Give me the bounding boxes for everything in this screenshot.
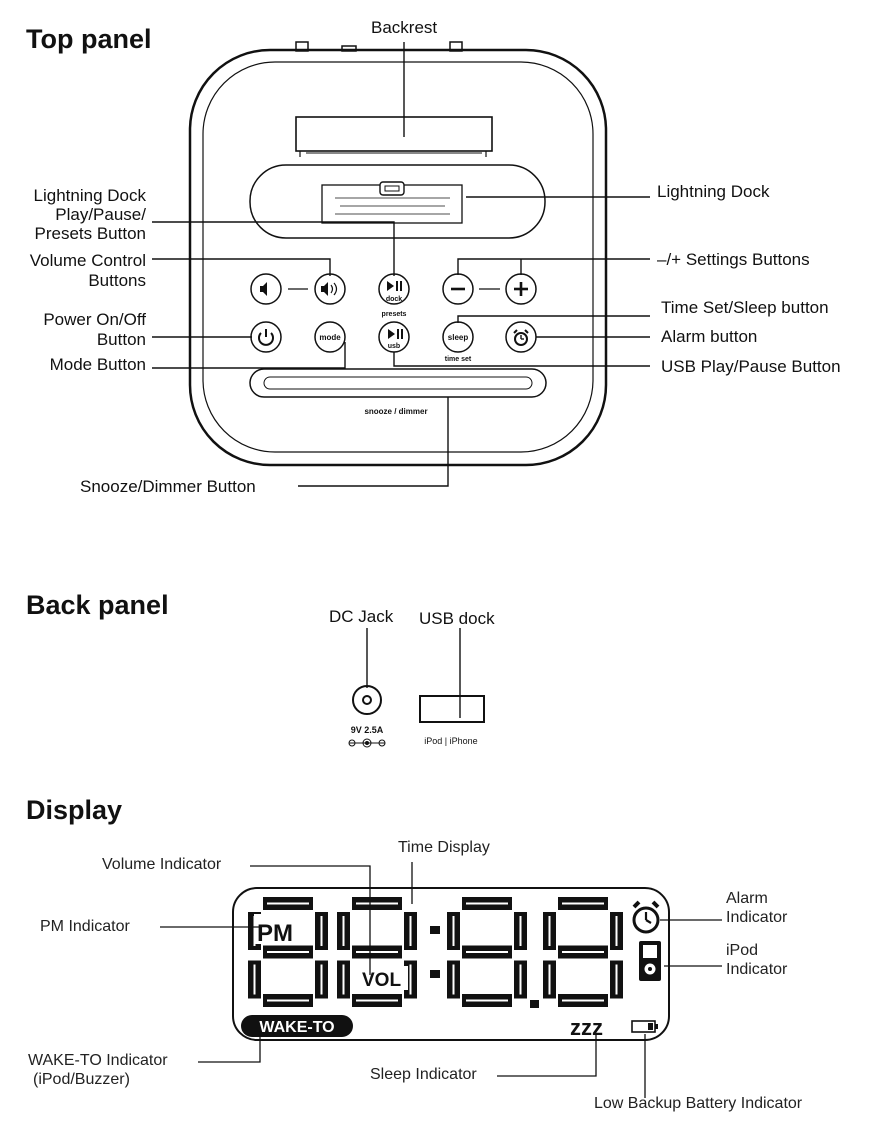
- settings-plus-button[interactable]: [505, 273, 537, 305]
- label-power-2: Button: [96, 330, 146, 349]
- digit-2-segment-line: [342, 916, 345, 946]
- digit-4-segment-line: [548, 964, 551, 995]
- label-alarm-indicator-2: Indicator: [726, 909, 788, 926]
- digit-2-segment-line: [356, 902, 398, 905]
- label-alarm: Alarm button: [661, 327, 758, 346]
- sleep-indicator: zzz: [570, 1015, 603, 1040]
- digit-3-segment-line: [519, 916, 522, 946]
- digit-3-segment-line: [452, 964, 455, 995]
- device-top-view: [188, 41, 608, 467]
- power-rating: 9V 2.5A: [351, 725, 384, 735]
- label-backrest: Backrest: [371, 18, 438, 37]
- snooze-dimmer-bar[interactable]: [249, 368, 547, 398]
- top-panel-title: Top panel: [26, 24, 152, 54]
- label-time-sleep: Time Set/Sleep button: [661, 298, 829, 317]
- back-panel-title: Back panel: [26, 590, 169, 620]
- label-volume-2: Buttons: [88, 271, 146, 290]
- digit-2-segment-line: [342, 964, 345, 995]
- digit-1-segment-line: [253, 964, 256, 995]
- back-panel-drawing: [348, 628, 485, 748]
- digit-3-segment-line: [452, 916, 455, 946]
- backrest: [295, 116, 493, 157]
- label-lightning-dock: Lightning Dock: [657, 182, 770, 201]
- mode-button[interactable]: [314, 321, 346, 353]
- seven-segment-digits: [248, 897, 623, 1007]
- pm-indicator: PM: [257, 920, 293, 947]
- label-dock-play-1: Lightning Dock: [33, 186, 146, 205]
- presets-caption: presets: [382, 311, 407, 318]
- label-pm-indicator: PM Indicator: [40, 918, 130, 935]
- mode-caption: mode: [319, 333, 341, 342]
- usb-port-caption: iPod | iPhone: [424, 736, 477, 746]
- volume-down-button[interactable]: [250, 273, 282, 305]
- usb-port: [419, 695, 485, 723]
- polarity-symbol: [348, 738, 386, 748]
- label-settings: –/+ Settings Buttons: [657, 250, 810, 269]
- time-set-caption: time set: [445, 356, 472, 363]
- digit-3-segment-line: [466, 902, 508, 905]
- label-battery-indicator: Low Backup Battery Indicator: [594, 1095, 803, 1112]
- digit-3-segment-line: [466, 951, 508, 953]
- settings-minus-button[interactable]: [442, 273, 474, 305]
- wake-to-text: WAKE-TO: [259, 1019, 334, 1036]
- alarm-indicator-icon: [632, 900, 660, 934]
- label-alarm-indicator-1: Alarm: [726, 890, 768, 907]
- label-ipod-indicator-2: Indicator: [726, 961, 788, 978]
- digit-1-segment-line: [267, 902, 309, 905]
- label-dock-play-3: Presets Button: [34, 224, 146, 243]
- dock-caption: dock: [386, 296, 402, 303]
- digit-3-segment-line: [466, 999, 508, 1002]
- label-mode: Mode Button: [49, 355, 146, 374]
- vol-indicator: VOL: [362, 970, 401, 991]
- label-wake-to-1: WAKE-TO Indicator: [28, 1052, 168, 1069]
- volume-up-button[interactable]: [314, 273, 346, 305]
- digit-2-segment-line: [356, 999, 398, 1002]
- sleep-caption: sleep: [448, 333, 469, 342]
- label-sleep-indicator: Sleep Indicator: [370, 1066, 477, 1083]
- snooze-caption: snooze / dimmer: [364, 407, 427, 416]
- digit-4-segment-line: [615, 964, 618, 995]
- label-usb-play: USB Play/Pause Button: [661, 357, 841, 376]
- label-volume-indicator: Volume Indicator: [102, 856, 222, 873]
- power-button[interactable]: [250, 321, 282, 353]
- label-time-display: Time Display: [398, 839, 490, 856]
- digit-3-segment-line: [519, 964, 522, 995]
- label-snooze: Snooze/Dimmer Button: [80, 477, 256, 496]
- label-usb-dock: USB dock: [419, 609, 495, 628]
- lightning-dock-cradle: [249, 164, 546, 239]
- wake-to-indicator: [241, 1015, 353, 1037]
- label-dock-play-2: Play/Pause/: [55, 205, 146, 224]
- display-title: Display: [26, 795, 123, 825]
- battery-indicator-icon: [631, 1020, 658, 1033]
- label-volume-1: Volume Control: [29, 251, 146, 270]
- alarm-button[interactable]: [505, 321, 537, 353]
- dc-jack: [352, 685, 382, 715]
- digit-2-segment-line: [356, 951, 398, 953]
- digit-4-segment-line: [615, 916, 618, 946]
- device-captions: dock presets usb mode sleep time set sno…: [319, 296, 472, 416]
- digit-4-segment-line: [562, 999, 604, 1002]
- label-dc-jack: DC Jack: [329, 607, 394, 626]
- label-wake-to-2: (iPod/Buzzer): [33, 1071, 130, 1088]
- display-leader-lines: [160, 862, 722, 1098]
- digit-4-segment-line: [562, 902, 604, 905]
- label-power-1: Power On/Off: [43, 310, 146, 329]
- digit-4-segment-line: [562, 951, 604, 953]
- digit-2-segment-line: [409, 916, 412, 946]
- digit-4-segment-line: [548, 916, 551, 946]
- digit-2-segment-line: [409, 964, 412, 995]
- digit-1-segment-line: [267, 951, 309, 953]
- digit-1-segment-line: [320, 964, 323, 995]
- usb-caption: usb: [388, 343, 400, 350]
- digit-1-segment-line: [320, 916, 323, 946]
- lcd-display: PM VOL WAKE-TO zzz: [232, 887, 670, 1041]
- digit-1-segment-line: [267, 999, 309, 1002]
- ipod-indicator-icon: [639, 941, 661, 981]
- label-ipod-indicator-1: iPod: [726, 942, 759, 959]
- top-leader-lines: [152, 42, 650, 487]
